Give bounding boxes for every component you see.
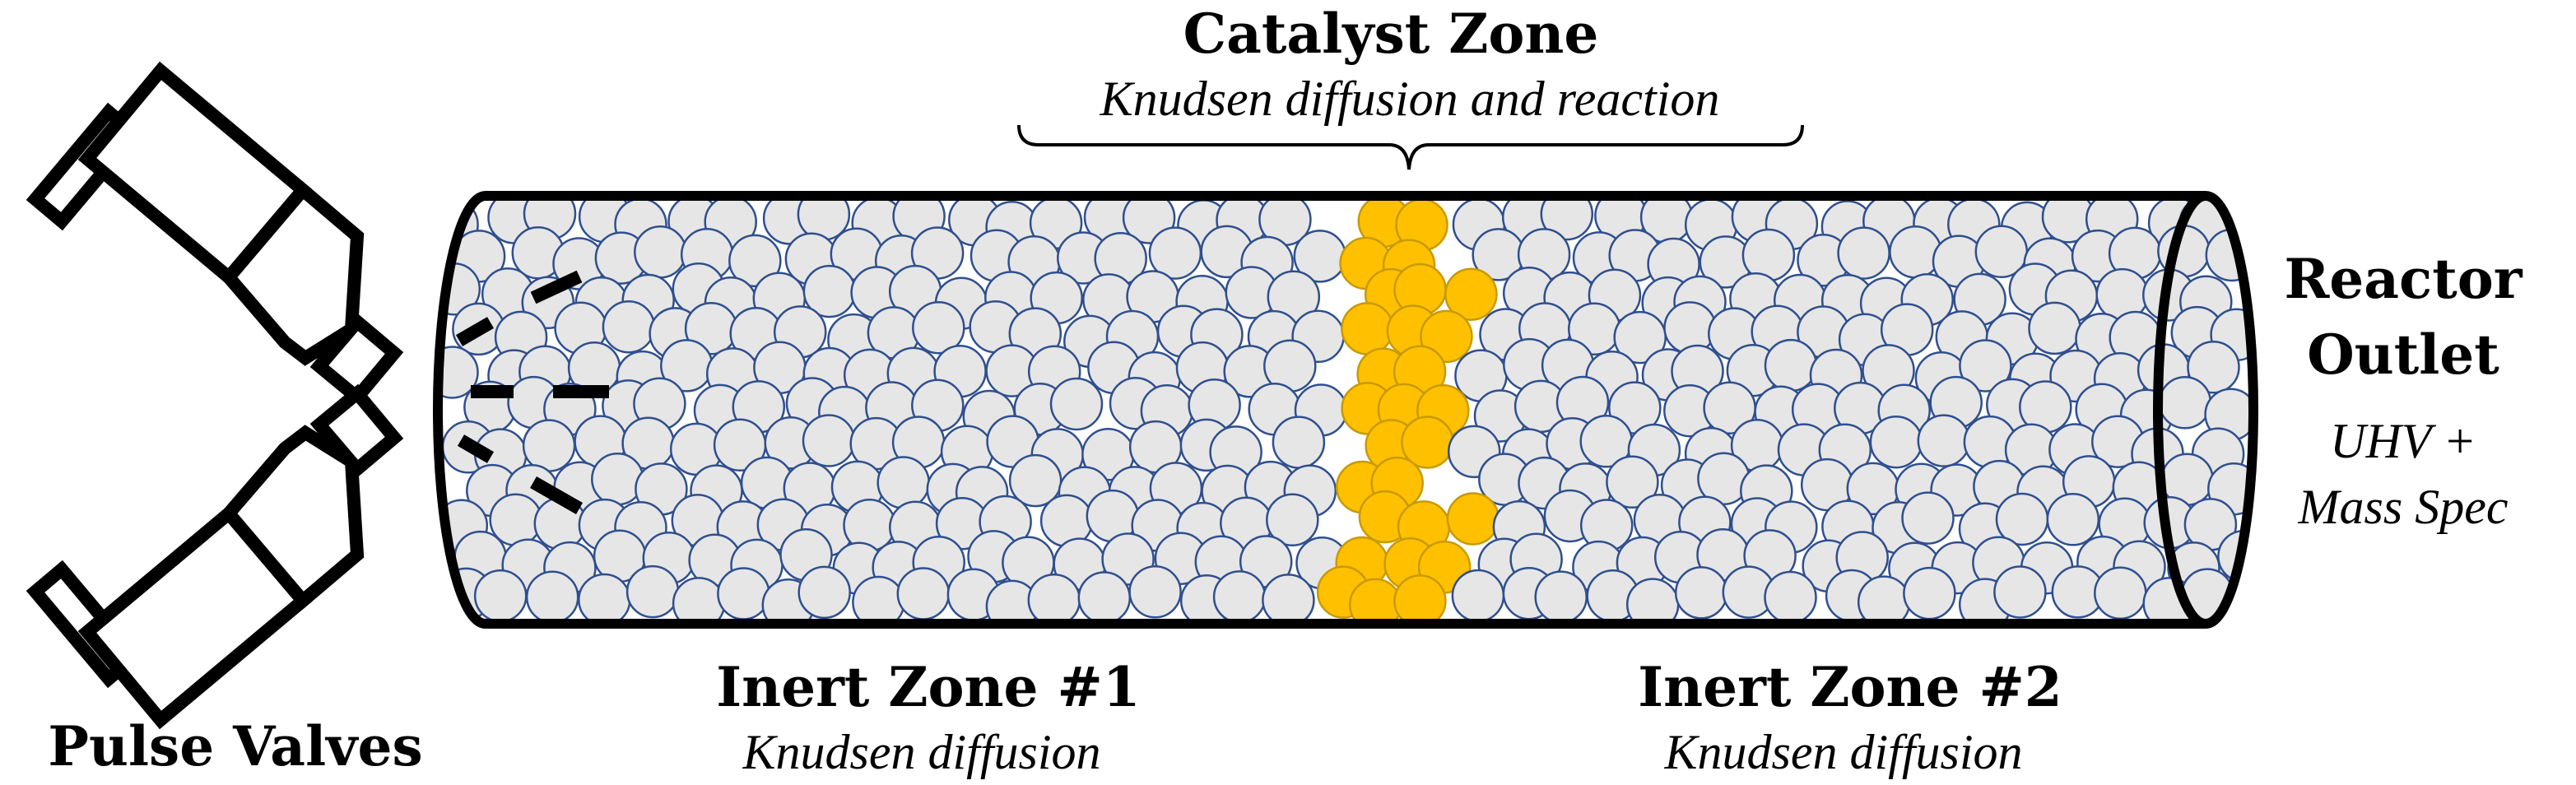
inert-zone-1-title: Inert Zone #1	[716, 655, 1140, 719]
inert-particle	[1917, 414, 1971, 467]
inert-particle	[1212, 570, 1267, 624]
reactor-outlet-label-line1: Reactor	[2284, 247, 2523, 311]
inert-particle	[876, 456, 930, 509]
packed-bed	[438, 196, 2253, 624]
inert-particle	[1540, 196, 1594, 241]
inert-particle	[634, 225, 687, 279]
inert-zone-1-subtitle: Knudsen diffusion	[742, 725, 1100, 779]
inert-particle	[912, 300, 965, 355]
catalyst-particle	[1444, 267, 1498, 321]
inert-particle	[522, 419, 576, 472]
inert-particle	[1077, 571, 1132, 624]
inert-particle	[1049, 377, 1104, 431]
inert-particle	[591, 453, 644, 506]
inert-zone-2-title: Inert Zone #2	[1638, 655, 2062, 719]
catalyst-particle	[1446, 492, 1500, 546]
inert-particle	[1272, 416, 1326, 469]
inert-particle	[1266, 493, 1319, 547]
gas-pulse-dash-icon	[455, 270, 609, 514]
inert-particle	[1764, 570, 1817, 624]
inert-particle	[525, 570, 579, 624]
pulse-valve-icon	[26, 383, 404, 730]
reactor-outlet-label-line2: Outlet	[2307, 323, 2499, 387]
inert-particle	[625, 564, 680, 619]
inert-particle	[1606, 455, 1659, 509]
catalyst-particle	[1393, 574, 1447, 624]
inert-particle	[2094, 566, 2147, 620]
inert-particle	[728, 234, 782, 288]
inert-particle	[2158, 376, 2212, 430]
inert-particle	[1008, 453, 1062, 508]
inert-particle	[1764, 338, 1818, 392]
catalyst-zone-subtitle: Knudsen diffusion and reaction	[1100, 72, 1720, 126]
inert-particle	[578, 573, 631, 624]
inert-particle	[1869, 415, 1923, 469]
pulse-valve-icon	[26, 61, 404, 407]
reactor-outlet-opening	[2153, 191, 2258, 629]
inert-particle	[1993, 565, 2047, 619]
pulse-valves-label: Pulse Valves	[48, 714, 422, 778]
catalyst-zone-title: Catalyst Zone	[1183, 2, 1599, 66]
inert-particle	[2187, 340, 2240, 394]
inert-particle	[1451, 569, 1505, 623]
inert-particle	[1903, 566, 1956, 620]
catalyst-zone-brace	[1017, 124, 1804, 170]
outlet-note-line1: UHV +	[2330, 414, 2476, 468]
inert-zone-2-subtitle: Knudsen diffusion	[1663, 725, 2022, 779]
inert-particle	[2046, 493, 2100, 546]
inert-particle	[473, 569, 528, 623]
inert-particle	[717, 567, 770, 620]
inert-particle	[1674, 566, 1728, 620]
inert-particle	[1128, 565, 1182, 619]
inert-particle	[1262, 574, 1315, 624]
inert-particle	[1534, 570, 1588, 624]
inert-particle	[602, 300, 656, 354]
inert-particle	[1901, 491, 1955, 545]
inert-particle	[797, 565, 851, 620]
inert-particle	[2028, 301, 2081, 355]
outlet-note-line2: Mass Spec	[2298, 480, 2509, 534]
inert-particle	[1889, 225, 1942, 279]
inert-particle	[896, 567, 951, 620]
catalyst-particle	[1341, 302, 1394, 355]
inert-particle	[1027, 573, 1081, 624]
reactor-tube-outline	[433, 191, 2206, 629]
inert-particle	[802, 414, 856, 467]
inert-particle	[1837, 226, 1890, 280]
inert-particle	[1959, 339, 2012, 392]
